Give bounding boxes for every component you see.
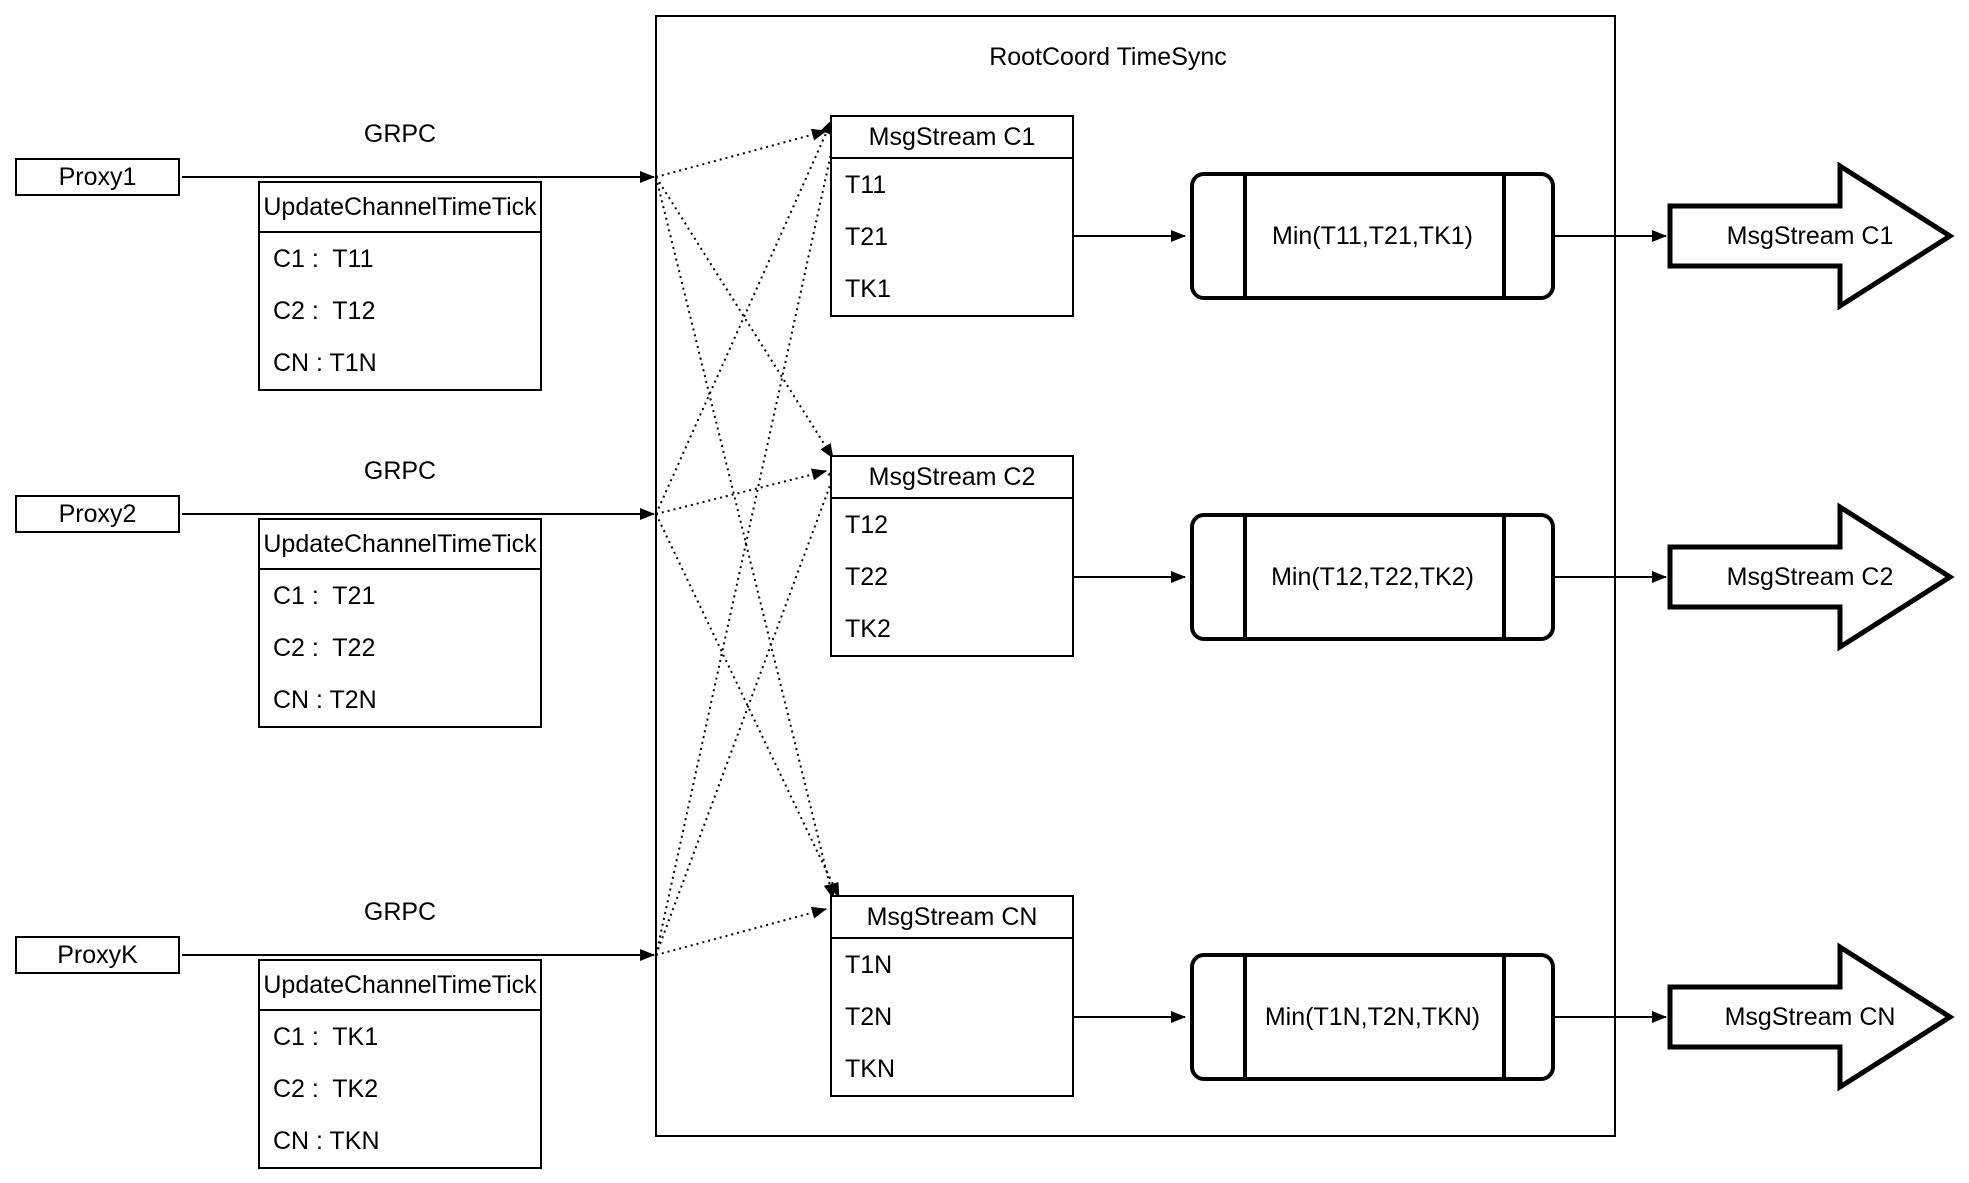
timestamp-row: T21 [845,223,889,251]
dotted-link-proxy1-c1 [655,128,827,178]
update-channel-timetick-header: UpdateChannelTimeTick [260,520,540,570]
dotted-link-proxyk-c1 [655,116,842,956]
proxy2-box: Proxy2 [15,495,180,533]
min-node-right-divider [1502,517,1506,637]
update-channel-timetick-header: UpdateChannelTimeTick [260,183,540,233]
timetick-row: CN : T2N [273,686,377,714]
timestamp-row: T11 [845,171,887,199]
timetick-row: C1 : TK1 [273,1023,379,1051]
timetick-row: C2 : T22 [273,634,376,662]
output-arrow-label-c2: MsgStream C2 [1726,563,1894,591]
min-node-right-divider [1502,176,1506,296]
msgstream-c1-output-arrow [1667,161,1955,311]
proxyk-box: ProxyK [15,936,180,974]
msgstream-c2-output-arrow [1667,502,1955,652]
timetick-row: CN : TKN [273,1127,380,1155]
min-node-right-divider [1502,957,1506,1077]
timestamp-row: T12 [845,511,889,539]
proxy1-box: Proxy1 [15,158,180,196]
timestamp-row: TKN [845,1055,895,1083]
grpc-label-3: GRPC [363,898,437,926]
timestamp-row: TK2 [845,615,891,643]
rootcoord-timesync-title: RootCoord TimeSync [989,43,1227,71]
update-channel-timetick-table-1: UpdateChannelTimeTick C1 : T11 C2 : T12 … [258,181,542,391]
min-node-cn: Min(T1N,T2N,TKN) [1190,953,1555,1081]
dotted-link-proxy1-c2 [655,176,834,459]
min-label: Min(T12,T22,TK2) [1271,562,1474,591]
timetick-row: C1 : T21 [273,582,376,610]
timetick-row: C1 : T11 [273,245,374,273]
msgstream-table-header: MsgStream CN [832,897,1072,939]
msgstream-c1-table: MsgStream C1 T11 T21 TK1 [830,115,1074,317]
min-label: Min(T1N,T2N,TKN) [1264,1002,1481,1031]
min-node-left-divider [1243,517,1247,637]
update-channel-timetick-table-3: UpdateChannelTimeTick C1 : TK1 C2 : TK2 … [258,959,542,1169]
dotted-link-proxy1-cn [655,176,836,899]
msgstream-cn-output-arrow [1667,942,1955,1092]
grpc-label-1: GRPC [363,120,437,148]
msgstream-table-header: MsgStream C1 [832,117,1072,159]
timestamp-row: T2N [845,1003,893,1031]
timetick-row: C2 : T12 [273,297,376,325]
dotted-link-proxyk-cn [655,906,827,956]
grpc-label-2: GRPC [363,457,437,485]
timetick-row: CN : T1N [273,349,377,377]
update-channel-timetick-header: UpdateChannelTimeTick [260,961,540,1011]
min-node-c2: Min(T12,T22,TK2) [1190,513,1555,641]
output-arrow-label-c1: MsgStream C1 [1726,222,1894,250]
min-node-c1: Min(T11,T21,TK1) [1190,172,1555,300]
min-label: Min(T11,T21,TK1) [1272,221,1473,250]
msgstream-table-header: MsgStream C2 [832,457,1072,499]
min-node-left-divider [1243,176,1247,296]
timetick-row: C2 : TK2 [273,1075,379,1103]
msgstream-cn-table: MsgStream CN T1N T2N TKN [830,895,1074,1097]
timestamp-row: T22 [845,563,889,591]
dotted-link-proxy2-c1 [655,119,833,515]
msgstream-c2-table: MsgStream C2 T12 T22 TK2 [830,455,1074,657]
dotted-link-proxy2-c2 [655,468,827,515]
timestamp-row: TK1 [845,275,891,303]
output-arrow-label-cn: MsgStream CN [1724,1003,1896,1031]
update-channel-timetick-table-2: UpdateChannelTimeTick C1 : T21 C2 : T22 … [258,518,542,728]
min-node-left-divider [1243,957,1247,1077]
timestamp-row: T1N [845,951,893,979]
